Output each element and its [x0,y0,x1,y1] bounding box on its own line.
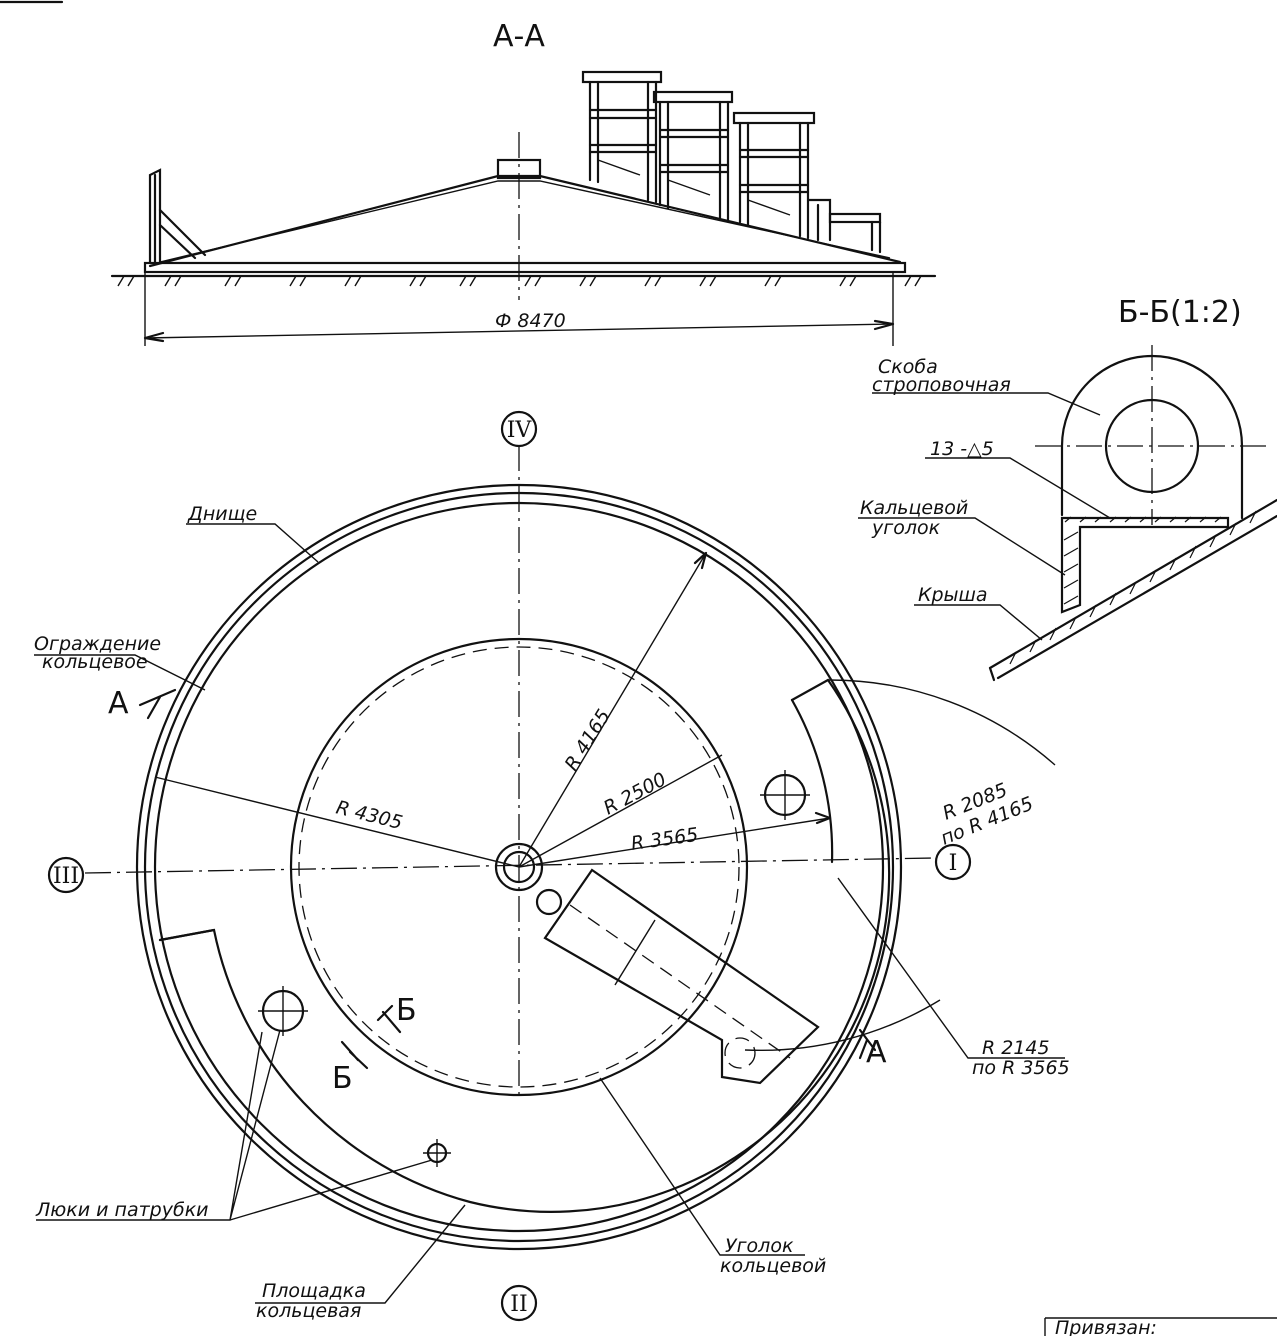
section-bb-detail: Б-Б(1:2) Скоба строповочная 13 -△5 Кальц… [858,295,1277,682]
label-platform-1: Площадка [262,1280,366,1302]
label-roof: Крыша [918,584,988,606]
svg-text:IV: IV [507,418,533,443]
svg-text:III: III [53,864,79,889]
approval-stamp: Привязан: [1044,1317,1277,1336]
r2145-label-1: R 2145 [982,1037,1050,1059]
tank-bottom-plate [143,261,907,274]
axis-marker-ii: II [500,1284,538,1322]
r2500-label: R 2500 [600,768,670,819]
r3565-label: R 3565 [630,824,700,855]
section-aa-title: А-А [493,19,545,54]
diameter-dimension: Ф 8470 [143,272,895,346]
svg-text:I: I [949,851,958,876]
svg-text:А: А [866,1035,887,1070]
stamp-text: Привязан: [1055,1317,1157,1336]
radial-platform [543,868,820,1085]
center-hub [494,842,544,892]
fence-ring [153,501,885,1233]
label-hatches: Люки и патрубки [35,1199,209,1221]
axis-horizontal [84,857,936,874]
label-fence-2: кольцевое [42,651,148,673]
r4305-label: R 4305 [334,797,405,835]
label-angle-2: кольцевой [720,1255,826,1277]
section-mark-a-left: А [108,686,177,721]
label-ugolok-2: уголок [871,517,941,539]
svg-text:II: II [510,1292,527,1317]
center-nozzle [535,888,563,916]
section-mark-b-upper: Б [376,993,417,1034]
ring-angle-plan [289,637,749,1097]
svg-text:А: А [108,686,129,721]
plan-view: IV III I II [34,410,1070,1322]
r2500-line [518,754,723,868]
hatch-nozzle-1 [760,770,810,820]
stair-structure [581,70,882,254]
fence-post [148,168,207,264]
axis-marker-iv: IV [500,410,538,448]
section-mark-b-lower: Б [332,1040,369,1096]
r4165-line [518,552,707,868]
label-weld: 13 -△5 [930,438,994,460]
roof-plate [988,498,1277,680]
label-fence-1: Ограждение [34,633,161,655]
label-ugolok-1: Кальцевой [860,497,968,519]
ring-platform [158,678,891,1213]
ground-hatch [117,275,922,287]
svg-text:Б: Б [396,993,417,1028]
lug-hole [1104,398,1200,494]
label-angle-1: Уголок [725,1235,794,1257]
axis-marker-iii: III [47,856,85,894]
lifting-lug [1060,354,1244,520]
label-skoba-1: Скоба [878,356,938,378]
section-aa-view: А-А [110,19,937,346]
r2145-label-2: по R 3565 [972,1057,1070,1079]
ring-angle [1060,516,1230,614]
label-skoba-2: строповочная [872,374,1011,396]
section-bb-title: Б-Б(1:2) [1118,295,1242,330]
hatch-nozzle-3 [423,1139,451,1167]
section-mark-a-right: А [858,1028,887,1070]
r4305-line [154,776,520,868]
tank-roof [148,174,902,268]
axis-marker-i: I [934,843,972,881]
r4165-label: R 4165 [561,706,615,775]
label-bottom: Днище [187,503,257,525]
svg-text:Б: Б [332,1061,353,1096]
diameter-label: Ф 8470 [495,310,566,332]
tank-bottom-outer-ring [135,483,903,1251]
r3565-line [518,817,831,868]
label-platform-2: кольцевая [256,1300,361,1322]
hatch-nozzle-2 [258,986,308,1036]
